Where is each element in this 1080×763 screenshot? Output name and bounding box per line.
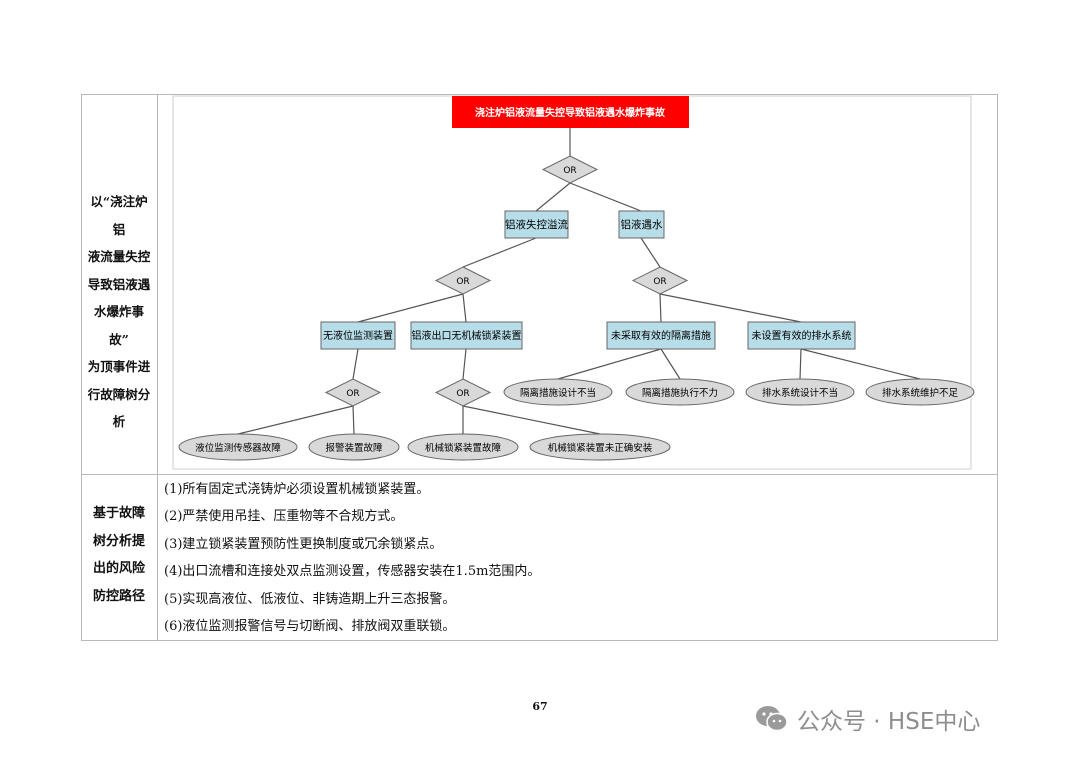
basic-event-ellipse: 液位监测传感器故障 [178, 433, 298, 461]
gate-label: OR [346, 389, 359, 399]
top-event-rect [452, 96, 689, 128]
row1-label-line: 水爆炸事故” [93, 304, 144, 347]
basic-event-label: 隔离措施执行不力 [642, 387, 718, 399]
mid-event-label: 铝液失控溢流 [505, 218, 568, 231]
sub-event-box: 铝液出口无机械锁紧装置 [410, 321, 523, 350]
gate-label: OR [563, 166, 576, 176]
or-gate: OR [324, 378, 382, 407]
table-row-divider [81, 474, 998, 475]
sub-event-box: 未设置有效的排水系统 [747, 321, 856, 350]
row2-label-line: 基于故障 [92, 506, 145, 521]
basic-event-ellipse: 排水系统维护不足 [865, 378, 975, 406]
measure-item: (5)实现高液位、低液位、非铸造期上升三态报警。 [164, 591, 456, 607]
or-gate: OR [434, 266, 492, 295]
row2-label-line: 树分析提 [92, 533, 145, 549]
basic-event-label: 机械锁紧装置故障 [425, 442, 502, 454]
row1-label-line: 液流量失控 [87, 249, 151, 264]
sub-event-label: 未采取有效的隔离措施 [611, 329, 711, 342]
row1-label: 以“浇注炉铝 液流量失控 导致铝液遇 水爆炸事故” 为顶事件进 行故障树分 析 [86, 188, 152, 436]
sub-event-box: 未采取有效的隔离措施 [606, 321, 716, 350]
mid-event-box: 铝液遇水 [618, 210, 665, 239]
sub-event-box: 无液位监测装置 [320, 321, 396, 350]
basic-event-ellipse: 报警装置故障 [308, 433, 400, 461]
or-gate: OR [541, 155, 599, 184]
diagram-frame [172, 95, 972, 470]
basic-event-label: 隔离措施设计不当 [520, 387, 596, 399]
page-number: 67 [532, 700, 548, 713]
sub-event-label: 铝液出口无机械锁紧装置 [412, 329, 522, 342]
measure-item: (2)严禁使用吊挂、压重物等不合规方式。 [164, 509, 404, 525]
basic-event-label: 液位监测传感器故障 [195, 442, 281, 454]
gate-label: OR [456, 277, 469, 287]
top-event-label: 浇注炉铝液流量失控导致铝液遇水爆炸事故 [475, 106, 666, 119]
basic-event-ellipse: 隔离措施执行不力 [625, 378, 735, 406]
basic-event-label: 排水系统设计不当 [762, 387, 838, 399]
basic-event-ellipse: 机械锁紧装置未正确安装 [529, 433, 671, 461]
content-table [81, 94, 998, 641]
measure-item: (4)出口流槽和连接处双点监测设置，传感器安装在1.5m范围内。 [164, 564, 541, 580]
mid-event-box: 铝液失控溢流 [504, 210, 569, 239]
top-event-box: 浇注炉铝液流量失控导致铝液遇水爆炸事故 [452, 96, 689, 128]
mid-event-label: 铝液遇水 [621, 218, 663, 231]
watermark-text: 公众号 · HSE中心 [797, 709, 981, 735]
measure-item: (3)建立锁紧装置预防性更换制度或冗余锁紧点。 [164, 536, 443, 552]
or-gate: OR [434, 378, 492, 407]
table-column-divider [157, 94, 158, 641]
row2-label-line: 防控路径 [92, 588, 145, 604]
wechat-icon [756, 706, 788, 732]
basic-event-label: 排水系统维护不足 [882, 387, 959, 399]
row1-label-line: 以“浇注炉铝 [90, 194, 148, 237]
measure-item: (1)所有固定式浇铸炉必须设置机械锁紧装置。 [164, 482, 430, 497]
row1-label-line: 为顶事件进 [87, 359, 151, 374]
row1-label-line: 导致铝液遇 [87, 276, 151, 292]
row2-label: 基于故障 树分析提 出的风险 防控路径 [86, 500, 152, 610]
risk-control-measures: (1)所有固定式浇铸炉必须设置机械锁紧装置。 (2)严禁使用吊挂、压重物等不合规… [164, 476, 984, 640]
row1-label-line: 析 [112, 414, 126, 429]
sub-event-label: 未设置有效的排水系统 [752, 329, 852, 342]
or-gate: OR [631, 266, 689, 295]
basic-event-ellipse: 排水系统设计不当 [745, 378, 855, 406]
gate-label: OR [653, 277, 666, 287]
basic-event-label: 机械锁紧装置未正确安装 [548, 442, 653, 454]
basic-event-ellipse: 机械锁紧装置故障 [407, 433, 519, 461]
connector-lines [237, 128, 921, 435]
gate-label: OR [456, 389, 469, 399]
basic-event-label: 报警装置故障 [325, 442, 383, 454]
sub-event-label: 无液位监测装置 [323, 329, 393, 342]
watermark: 公众号 · HSE中心 [755, 702, 980, 736]
row2-label-line: 出的风险 [92, 561, 145, 576]
measure-item: (6)液位监测报警信号与切断阀、排放阀双重联锁。 [164, 619, 456, 635]
basic-event-ellipse: 隔离措施设计不当 [503, 378, 613, 406]
row1-label-line: 行故障树分 [87, 386, 151, 402]
